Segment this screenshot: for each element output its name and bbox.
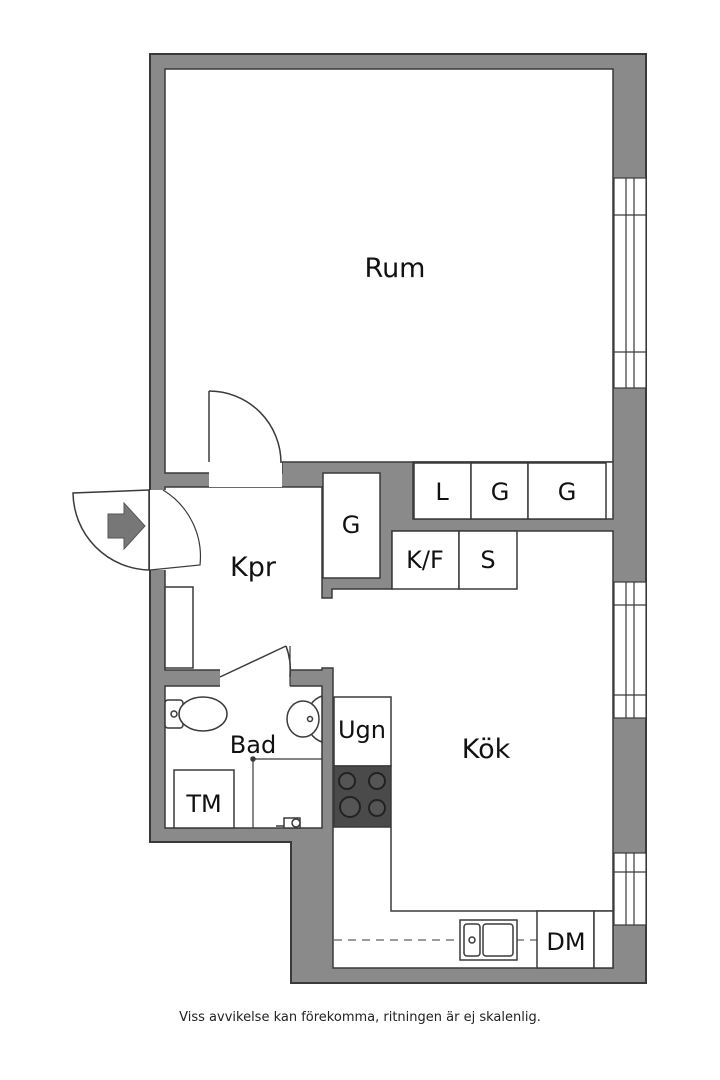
washbasin xyxy=(286,695,323,744)
toilet xyxy=(164,696,228,732)
stove xyxy=(333,765,392,828)
sink xyxy=(459,919,518,961)
tap-icon xyxy=(276,817,301,829)
label-wardrobe-l: L xyxy=(435,478,449,506)
room-label-kok: Kök xyxy=(462,734,511,765)
tall-cabinet xyxy=(593,910,614,969)
room-label-kpr: Kpr xyxy=(230,552,277,583)
label-washer: TM xyxy=(185,790,221,818)
wardrobe-g2-box xyxy=(527,462,607,520)
pantry-box xyxy=(458,530,518,590)
floor-plan: Rum Kpr Kök Bad L G G G K/F S Ugn TM DM xyxy=(72,53,647,984)
label-wardrobe-g1: G xyxy=(491,478,510,506)
fixtures xyxy=(164,462,614,969)
label-oven: Ugn xyxy=(338,716,386,744)
label-dishwasher: DM xyxy=(546,928,585,956)
wardrobe-l-box xyxy=(413,462,472,520)
room-labels: Rum Kpr Kök Bad xyxy=(230,253,511,765)
door-bad xyxy=(219,645,292,688)
room-label-bad: Bad xyxy=(230,731,276,759)
label-pantry-s: S xyxy=(480,546,495,574)
window-kok-1 xyxy=(613,581,647,719)
hall-wardrobe-box xyxy=(322,472,381,579)
window-kok-2 xyxy=(613,852,647,926)
hall-shelf xyxy=(164,586,194,669)
label-wardrobe-g2: G xyxy=(558,478,577,506)
entrance-arrow-icon xyxy=(107,501,146,551)
oven-box xyxy=(333,696,392,767)
doors xyxy=(72,390,292,688)
door-rum xyxy=(208,390,282,487)
windows xyxy=(613,177,647,926)
label-hall-wardrobe-g: G xyxy=(342,511,361,539)
washer-box xyxy=(173,769,235,829)
disclaimer-text: Viss avvikelse kan förekomma, ritningen … xyxy=(179,1010,541,1025)
fixture-labels: L G G G K/F S Ugn TM DM xyxy=(185,478,585,956)
fridge-box xyxy=(391,530,460,590)
label-fridge-freezer: K/F xyxy=(406,546,444,574)
room-label-rum: Rum xyxy=(365,253,426,284)
window-rum xyxy=(613,177,647,389)
entrance-door xyxy=(72,489,202,571)
